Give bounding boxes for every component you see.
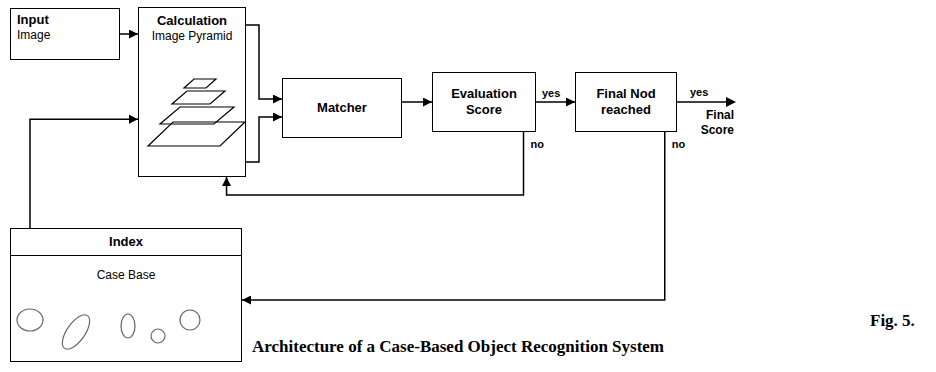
- output-label: Final Score: [686, 108, 736, 138]
- figure-caption: Architecture of a Case-Based Object Reco…: [250, 338, 666, 357]
- decision-box: Final Nod reached: [575, 72, 677, 132]
- flow-arrow: [246, 25, 282, 99]
- decision-box: Evaluation Score: [432, 72, 536, 132]
- flow-arrow: [120, 33, 138, 35]
- node-heading: Index: [11, 229, 241, 256]
- node-heading: Input: [17, 12, 113, 28]
- input-box: InputImage: [10, 8, 120, 60]
- process-box: CalculationImage Pyramid: [138, 7, 246, 177]
- flow-arrow: [536, 101, 575, 103]
- output-arrow: [677, 97, 736, 107]
- edge-label: yes: [688, 86, 710, 98]
- edge-label: no: [670, 138, 687, 150]
- flow-arrow: [402, 101, 432, 103]
- node-body: Case Base: [11, 256, 241, 282]
- node-heading: Evaluation Score: [437, 86, 531, 117]
- edge-label: no: [529, 138, 546, 150]
- case-base-box: IndexCase Base: [10, 228, 242, 362]
- node-heading: Calculation: [157, 13, 227, 29]
- edge-label: yes: [540, 87, 562, 99]
- node-body: Image Pyramid: [152, 29, 233, 43]
- figure-number: Fig. 5.: [868, 312, 917, 331]
- flow-arrow: [227, 132, 524, 195]
- node-body: Image: [17, 28, 113, 42]
- flow-arrow: [242, 132, 665, 300]
- flow-arrow: [30, 119, 138, 228]
- image-pyramid: [148, 79, 245, 146]
- case-ellipses: [17, 309, 200, 354]
- flow-arrow: [246, 117, 282, 162]
- process-box: Matcher: [282, 78, 402, 138]
- node-heading: Matcher: [317, 100, 367, 116]
- node-heading: Final Nod reached: [580, 86, 672, 117]
